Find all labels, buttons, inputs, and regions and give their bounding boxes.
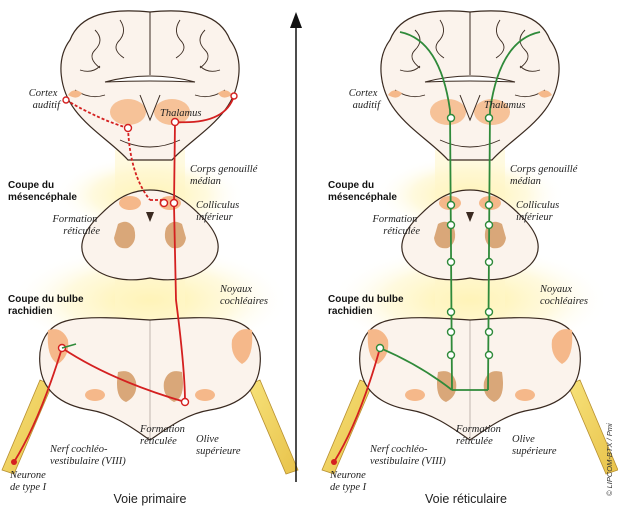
label-neurone-right: Neurone de type I [329, 470, 368, 493]
label-corps-left: Corps genouillé médian [190, 164, 260, 187]
up-arrow [290, 12, 302, 482]
caption-reticular: Voie réticulaire [425, 492, 507, 506]
label-noyaux-right: Noyaux cochléaires [539, 284, 588, 307]
label-nerf-left: Nerf cochléo- vestibulaire (VIII) [49, 444, 126, 467]
label-corps-right: Corps genouillé médian [510, 164, 580, 187]
reticular-pathway-panel [321, 10, 618, 475]
label-formation-left-bottom: Formation réticulée [139, 424, 188, 447]
label-neurone-left: Neurone de type I [9, 470, 48, 493]
caption-primary: Voie primaire [114, 492, 187, 506]
section-bulbe-right: Coupe du bulbe rachidien [328, 294, 406, 317]
section-mesencephale-right: Coupe du mésencéphale [328, 180, 397, 203]
label-formation-right-bottom: Formation réticulée [455, 424, 504, 447]
section-mesencephale-left: Coupe du mésencéphale [8, 180, 77, 203]
label-thalamus-left: Thalamus [160, 108, 201, 119]
label-olive-left: Olive supérieure [196, 434, 241, 457]
credit: © LIPCOM-BTX / Pmi [605, 423, 614, 496]
label-formation-left-top: Formation réticulée [51, 214, 100, 237]
label-cortex-right: Cortex auditif [349, 88, 382, 111]
label-cortex-left: Cortex auditif [29, 88, 62, 111]
label-formation-right-top: Formation réticulée [371, 214, 420, 237]
label-noyaux-left: Noyaux cochléaires [219, 284, 268, 307]
label-olive-right: Olive supérieure [512, 434, 557, 457]
label-nerf-right: Nerf cochléo- vestibulaire (VIII) [369, 444, 446, 467]
reticular-pathway [333, 31, 541, 463]
section-bulbe-left: Coupe du bulbe rachidien [8, 294, 86, 317]
primary-pathway-panel [1, 10, 299, 475]
primary-pathway [13, 95, 235, 463]
label-colliculus-left: Colliculus inférieur [196, 200, 242, 223]
label-colliculus-right: Colliculus inférieur [516, 200, 562, 223]
label-thalamus-right: Thalamus [484, 100, 525, 111]
